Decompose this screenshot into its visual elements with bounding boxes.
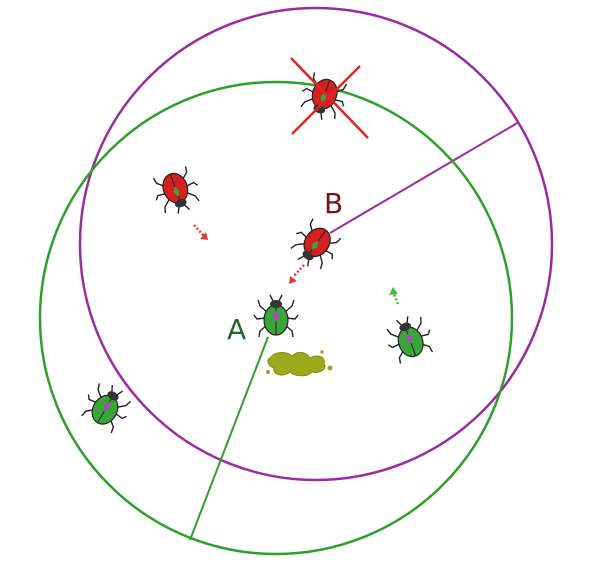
dashed-arrow-icon [193,224,208,240]
radius-line-b [329,121,520,234]
radius-line-a [189,336,269,541]
red-beetle-icon [148,163,206,220]
dashed-arrow-icon [289,264,305,284]
dashed-arrow-icon [389,287,400,305]
circle-a [38,80,514,556]
crossed-out-red-beetle-icon [294,69,352,126]
label-a: A [227,313,246,346]
circle-b [78,6,554,482]
green-beetle-a-icon [253,294,299,338]
green-beetle-icon [76,376,138,437]
green-beetle-icon [380,310,438,367]
cross-mark [290,57,369,139]
label-b: B [324,187,343,220]
green-splat-icon [266,350,333,377]
red-beetle-b-icon [284,215,346,277]
